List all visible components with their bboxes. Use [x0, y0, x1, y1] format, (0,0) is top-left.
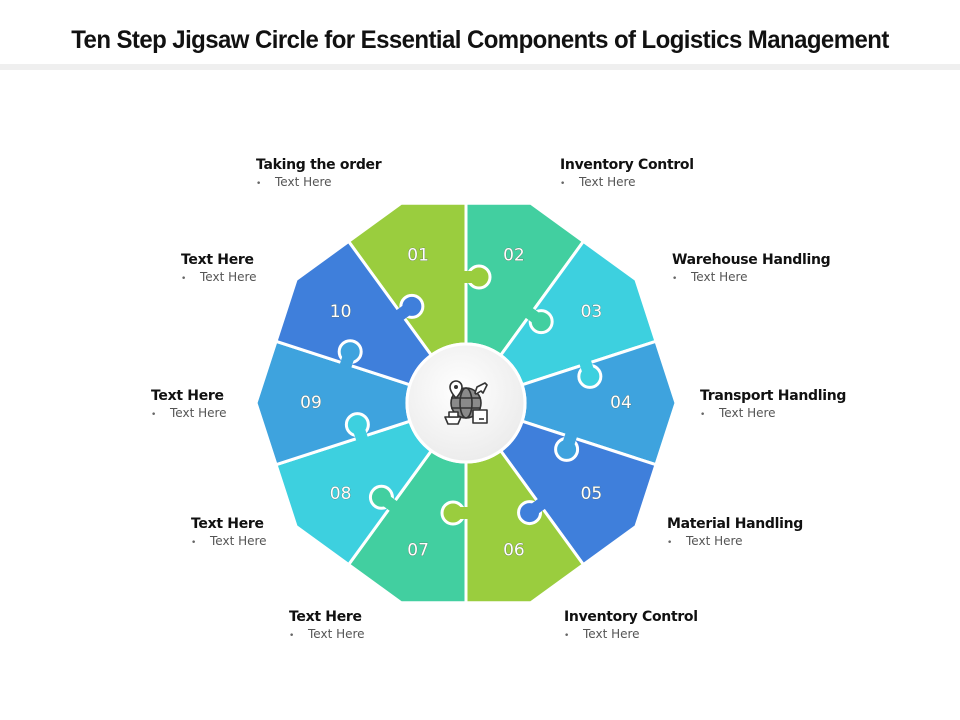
- bullet-icon: •: [560, 179, 566, 189]
- puzzle-tab-05: [517, 498, 546, 526]
- bullet-icon: •: [700, 410, 706, 420]
- puzzle-tab-09: [337, 339, 363, 368]
- step-label-4: Transport Handling • Text Here: [700, 388, 846, 420]
- piece-number-01: 01: [407, 246, 429, 266]
- puzzle-tab-10: [396, 293, 425, 321]
- step-bullet: • Text Here: [564, 627, 698, 641]
- step-heading: Transport Handling: [700, 388, 847, 404]
- puzzle-tab-04: [554, 433, 580, 462]
- bullet-icon: •: [191, 538, 197, 548]
- step-label-8: Text Here • Text Here: [191, 516, 267, 548]
- step-label-3: Warehouse Handling • Text Here: [672, 252, 831, 284]
- step-heading: Warehouse Handling: [672, 252, 831, 268]
- bullet-icon: •: [256, 179, 262, 189]
- piece-number-07: 07: [407, 540, 429, 560]
- title-divider: [0, 64, 960, 70]
- step-label-9: Text Here • Text Here: [151, 388, 227, 420]
- step-bullet: • Text Here: [256, 175, 381, 189]
- puzzle-tab-02: [525, 307, 554, 335]
- step-bullet-text: Text Here: [579, 175, 636, 189]
- step-heading: Inventory Control: [560, 157, 694, 173]
- piece-number-08: 08: [330, 484, 352, 504]
- bullet-icon: •: [289, 631, 295, 641]
- step-bullet: • Text Here: [560, 175, 694, 189]
- step-heading: Text Here: [191, 516, 264, 532]
- piece-number-05: 05: [581, 484, 603, 504]
- step-heading: Material Handling: [667, 516, 804, 532]
- numbers-layer: 01 02 03 04 05 06 07 08 09 10: [300, 245, 632, 560]
- page-title: Ten Step Jigsaw Circle for Essential Com…: [71, 26, 889, 54]
- bullet-icon: •: [667, 538, 673, 548]
- piece-number-03: 03: [581, 302, 603, 322]
- bullet-icon: •: [672, 274, 678, 284]
- step-label-1: Taking the order • Text Here: [256, 157, 382, 189]
- step-bullet-text: Text Here: [583, 627, 640, 641]
- step-heading: Inventory Control: [564, 609, 698, 625]
- puzzle-tab-07: [368, 484, 398, 511]
- piece-number-06: 06: [503, 540, 525, 560]
- step-bullet: • Text Here: [191, 534, 267, 548]
- step-label-5: Material Handling • Text Here: [667, 516, 803, 548]
- bullet-icon: •: [181, 274, 187, 284]
- step-heading: Text Here: [289, 609, 362, 625]
- step-bullet-text: Text Here: [170, 406, 227, 420]
- puzzle-tab-06: [440, 500, 468, 526]
- puzzle-tab-01: [464, 264, 492, 290]
- step-label-10: Text Here • Text Here: [181, 252, 257, 284]
- step-bullet-text: Text Here: [686, 534, 743, 548]
- step-heading: Text Here: [151, 388, 224, 404]
- step-bullet: • Text Here: [700, 406, 846, 420]
- step-bullet: • Text Here: [151, 406, 227, 420]
- step-bullet-text: Text Here: [210, 534, 267, 548]
- step-heading: Taking the order: [256, 157, 382, 173]
- tabs-layer: [337, 264, 603, 526]
- step-bullet-text: Text Here: [308, 627, 365, 641]
- step-bullet-text: Text Here: [275, 175, 332, 189]
- step-label-7: Text Here • Text Here: [289, 609, 365, 641]
- step-label-2: Inventory Control • Text Here: [560, 157, 694, 189]
- piece-number-10: 10: [330, 302, 352, 322]
- step-bullet-text: Text Here: [200, 270, 257, 284]
- step-bullet: • Text Here: [181, 270, 257, 284]
- bullet-icon: •: [151, 410, 157, 420]
- puzzle-tab-03: [577, 360, 603, 389]
- step-heading: Text Here: [181, 252, 254, 268]
- global-logistics-icon: [444, 380, 488, 425]
- piece-number-04: 04: [610, 393, 632, 413]
- step-bullet: • Text Here: [289, 627, 365, 641]
- piece-number-02: 02: [503, 246, 525, 266]
- step-bullet: • Text Here: [672, 270, 830, 284]
- piece-number-09: 09: [300, 393, 322, 413]
- step-bullet-text: Text Here: [719, 406, 776, 420]
- pieces-layer: [254, 201, 678, 605]
- puzzle-tab-08: [344, 412, 370, 441]
- bullet-icon: •: [564, 631, 570, 641]
- step-bullet: • Text Here: [667, 534, 803, 548]
- step-label-6: Inventory Control • Text Here: [564, 609, 698, 641]
- step-bullet-text: Text Here: [691, 270, 748, 284]
